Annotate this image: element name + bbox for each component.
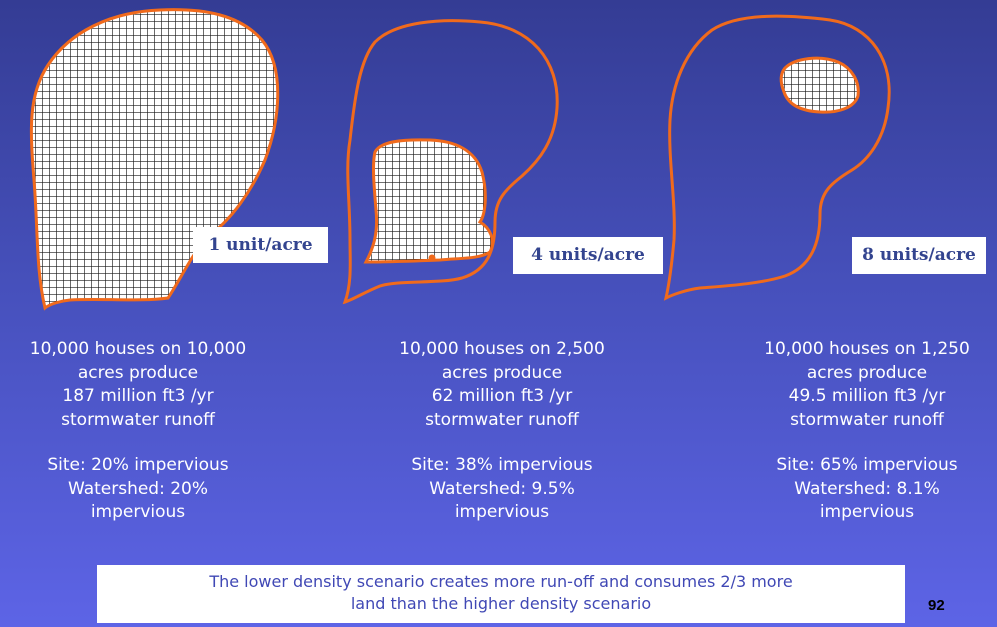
density-label-1: 1 unit/acre [193, 227, 328, 263]
density-label-3: 8 units/acre [852, 237, 986, 274]
scenario-1-impervious-1: Site: 20% impervious [47, 455, 229, 475]
scenario-2-line-3: 62 million ft3 /yr [431, 386, 573, 406]
watershed-2-outline [342, 19, 559, 305]
scenario-2-impervious-3: impervious [454, 502, 550, 522]
scenario-2-impervious-1: Site: 38% impervious [411, 455, 593, 475]
watershed-3-outline [663, 14, 891, 301]
page-number: 92 [928, 597, 945, 614]
watershed-1-developed-area [29, 8, 280, 311]
scenario-3-impervious-2: Watershed: 8.1% [794, 478, 940, 499]
scenario-1-line-2: acres produce [77, 362, 199, 383]
scenario-2-line-2: acres produce [441, 362, 563, 383]
scenario-1-line-4: stormwater runoff [61, 409, 215, 430]
scenario-3-stats: 10,000 houses on 1,250 acres produce 49.… [737, 338, 997, 525]
scenario-3-impervious-3: impervious [819, 502, 915, 522]
density-label-2: 4 units/acre [513, 237, 663, 274]
watershed-2-developed-area [363, 138, 494, 264]
scenario-3-line-2: acres produce [806, 362, 928, 383]
scenario-1-stats: 10,000 houses on 10,000 acres produce 18… [2, 338, 274, 525]
scenario-1-line-3: 187 million ft3 /yr [62, 386, 214, 406]
scenario-1-line-1: 10,000 houses on 10,000 [29, 339, 247, 359]
scenario-2-line-1: 10,000 houses on 2,500 [399, 339, 605, 359]
scenario-1-impervious-3: impervious [90, 502, 186, 522]
summary-note-line-2: land than the higher density scenario [350, 594, 652, 613]
watershed-3-developed-area [779, 56, 860, 114]
scenario-3-impervious-1: Site: 65% impervious [776, 455, 958, 475]
scenario-2-stats: 10,000 houses on 2,500 acres produce 62 … [366, 338, 638, 525]
scenario-3-line-1: 10,000 houses on 1,250 [764, 339, 970, 359]
scenario-3-line-3: 49.5 million ft3 /yr [788, 386, 946, 406]
scenario-1-impervious-2: Watershed: 20% [67, 478, 209, 499]
summary-note-line-1: The lower density scenario creates more … [209, 572, 793, 591]
scenario-3-line-4: stormwater runoff [790, 409, 944, 430]
scenario-2-impervious-2: Watershed: 9.5% [429, 478, 575, 499]
summary-note: The lower density scenario creates more … [97, 565, 905, 623]
scenario-2-line-4: stormwater runoff [425, 409, 579, 430]
